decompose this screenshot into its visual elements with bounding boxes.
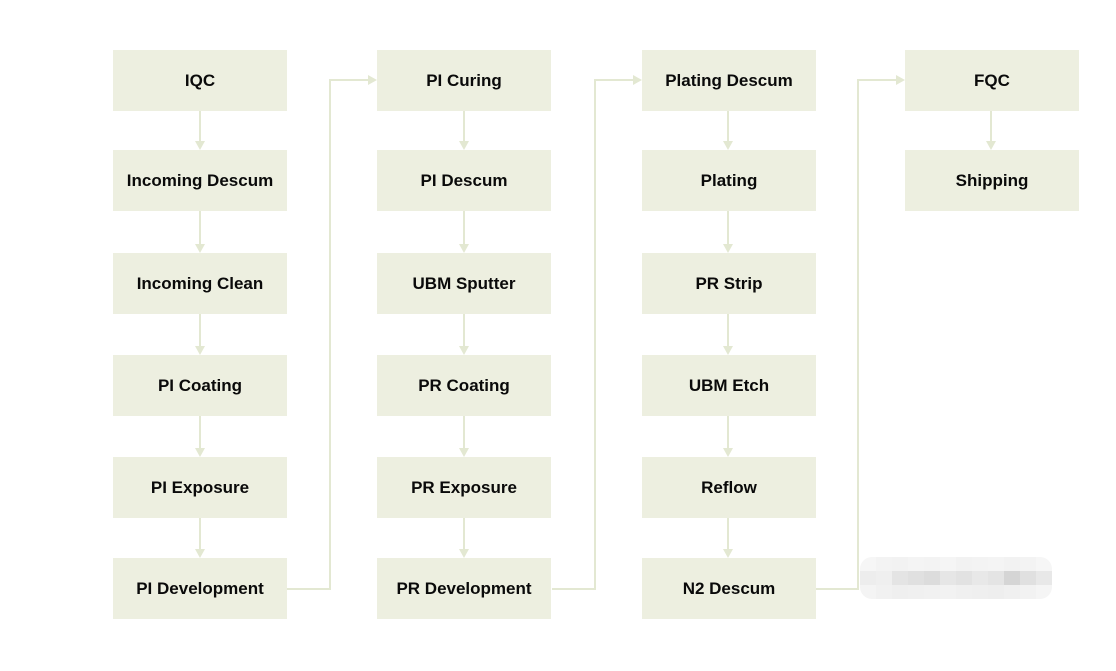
flow-step-fqc: FQC <box>905 50 1079 111</box>
flow-step-label: PI Coating <box>157 376 243 395</box>
flow-step-pi-descum: PI Descum <box>377 150 551 211</box>
flow-step-incoming-clean: Incoming Clean <box>113 253 287 314</box>
censored-watermark <box>860 557 1052 599</box>
flow-step-label: PR Strip <box>695 274 763 293</box>
flow-step-pi-development: PI Development <box>113 558 287 619</box>
flow-step-label: PI Curing <box>426 71 502 90</box>
arrow-down-icon <box>986 111 996 150</box>
flow-step-label: PR Exposure <box>411 478 517 497</box>
flow-step-label: Plating <box>700 171 758 190</box>
flow-step-plating: Plating <box>642 150 816 211</box>
flow-step-label: PI Descum <box>420 171 508 190</box>
flow-step-ubm-sputter: UBM Sputter <box>377 253 551 314</box>
flow-step-label: N2 Descum <box>682 579 776 598</box>
flow-step-label: Incoming Clean <box>136 274 264 293</box>
flow-step-pr-coating: PR Coating <box>377 355 551 416</box>
flow-step-label: PR Development <box>396 579 532 598</box>
flow-step-label: Plating Descum <box>665 71 793 90</box>
flow-step-pi-curing: PI Curing <box>377 50 551 111</box>
flow-step-n2-descum: N2 Descum <box>642 558 816 619</box>
flow-step-label: PR Coating <box>418 376 510 395</box>
flow-step-label: FQC <box>974 71 1010 90</box>
flow-step-pi-coating: PI Coating <box>113 355 287 416</box>
flow-step-label: Shipping <box>955 171 1029 190</box>
flow-step-label: PI Exposure <box>150 478 250 497</box>
flow-step-pi-exposure: PI Exposure <box>113 457 287 518</box>
flow-step-ubm-etch: UBM Etch <box>642 355 816 416</box>
flow-step-shipping: Shipping <box>905 150 1079 211</box>
flow-step-plating-descum: Plating Descum <box>642 50 816 111</box>
flow-step-label: UBM Etch <box>688 376 770 395</box>
flow-step-label: Incoming Descum <box>126 171 274 190</box>
flow-step-pr-development: PR Development <box>377 558 551 619</box>
flow-step-label: PI Development <box>136 579 264 598</box>
flow-step-iqc: IQC <box>113 50 287 111</box>
flow-step-pr-strip: PR Strip <box>642 253 816 314</box>
flow-step-label: IQC <box>184 71 216 90</box>
flow-step-pr-exposure: PR Exposure <box>377 457 551 518</box>
flow-step-label: UBM Sputter <box>412 274 516 293</box>
flow-step-label: Reflow <box>701 478 757 497</box>
flow-step-incoming-descum: Incoming Descum <box>113 150 287 211</box>
flow-step-reflow: Reflow <box>642 457 816 518</box>
